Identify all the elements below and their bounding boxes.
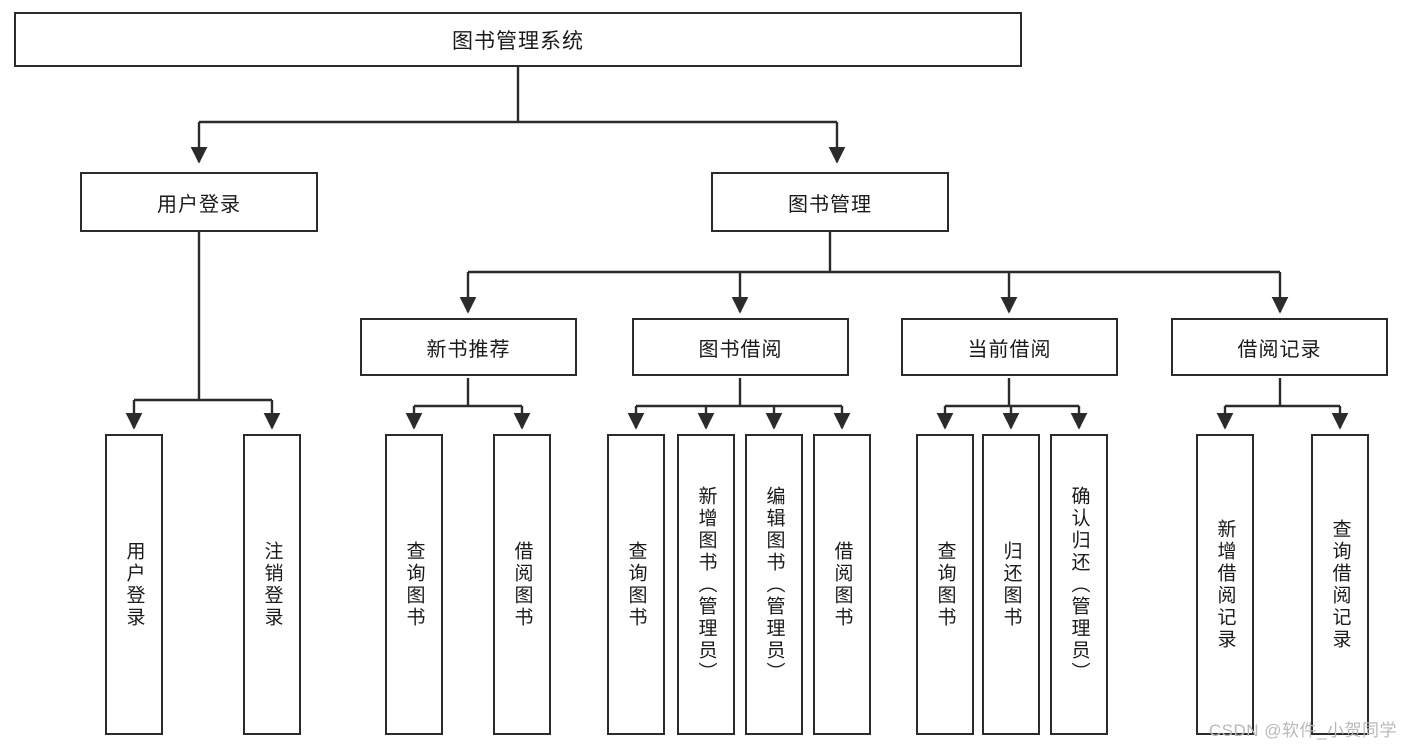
node-label: 图书借阅 [698, 338, 783, 361]
leaf-borrow-borrow-book[interactable]: 借阅图书 [813, 434, 871, 735]
node-label: 编辑图书（管理员） [763, 485, 785, 684]
node-label: 新增借阅记录 [1214, 518, 1236, 651]
node-label: 查询借阅记录 [1329, 518, 1351, 651]
node-label: 图书管理系统 [452, 29, 584, 53]
leaf-user-login-logout[interactable]: 注销登录 [243, 434, 301, 735]
node-borrow-record[interactable]: 借阅记录 [1171, 318, 1388, 376]
node-user-login[interactable]: 用户登录 [80, 172, 318, 232]
leaf-record-query-record[interactable]: 查询借阅记录 [1311, 434, 1369, 735]
leaf-borrow-add-book[interactable]: 新增图书（管理员） [677, 434, 735, 735]
node-label: 用户登录 [123, 540, 145, 629]
leaf-current-return-book[interactable]: 归还图书 [982, 434, 1040, 735]
leaf-record-add-record[interactable]: 新增借阅记录 [1196, 434, 1254, 735]
leaf-borrow-edit-book[interactable]: 编辑图书（管理员） [745, 434, 803, 735]
node-label: 借阅图书 [511, 540, 533, 629]
node-label: 注销登录 [261, 540, 283, 629]
leaf-current-query-book[interactable]: 查询图书 [916, 434, 974, 735]
leaf-borrow-query-book[interactable]: 查询图书 [607, 434, 665, 735]
node-new-book-recommend[interactable]: 新书推荐 [360, 318, 577, 376]
node-label: 查询图书 [403, 540, 425, 629]
node-book-borrow[interactable]: 图书借阅 [632, 318, 849, 376]
node-root-system[interactable]: 图书管理系统 [14, 12, 1022, 67]
node-label: 查询图书 [934, 540, 956, 629]
node-current-borrow[interactable]: 当前借阅 [901, 318, 1118, 376]
node-label: 借阅图书 [831, 540, 853, 629]
leaf-recommend-borrow-book[interactable]: 借阅图书 [493, 434, 551, 735]
node-label: 查询图书 [625, 540, 647, 629]
node-label: 新书推荐 [426, 338, 511, 361]
node-label: 当前借阅 [967, 338, 1052, 361]
node-label: 新增图书（管理员） [695, 485, 717, 684]
leaf-current-confirm-return[interactable]: 确认归还（管理员） [1050, 434, 1108, 735]
node-label: 归还图书 [1000, 540, 1022, 629]
node-label: 确认归还（管理员） [1068, 485, 1090, 684]
node-label: 图书管理 [788, 193, 872, 216]
node-label: 用户登录 [157, 193, 241, 216]
node-label: 借阅记录 [1237, 338, 1322, 361]
leaf-user-login-login[interactable]: 用户登录 [105, 434, 163, 735]
node-book-management[interactable]: 图书管理 [711, 172, 949, 232]
leaf-recommend-query-book[interactable]: 查询图书 [385, 434, 443, 735]
watermark: CSDN @软件_小贺同学 [1208, 721, 1397, 740]
